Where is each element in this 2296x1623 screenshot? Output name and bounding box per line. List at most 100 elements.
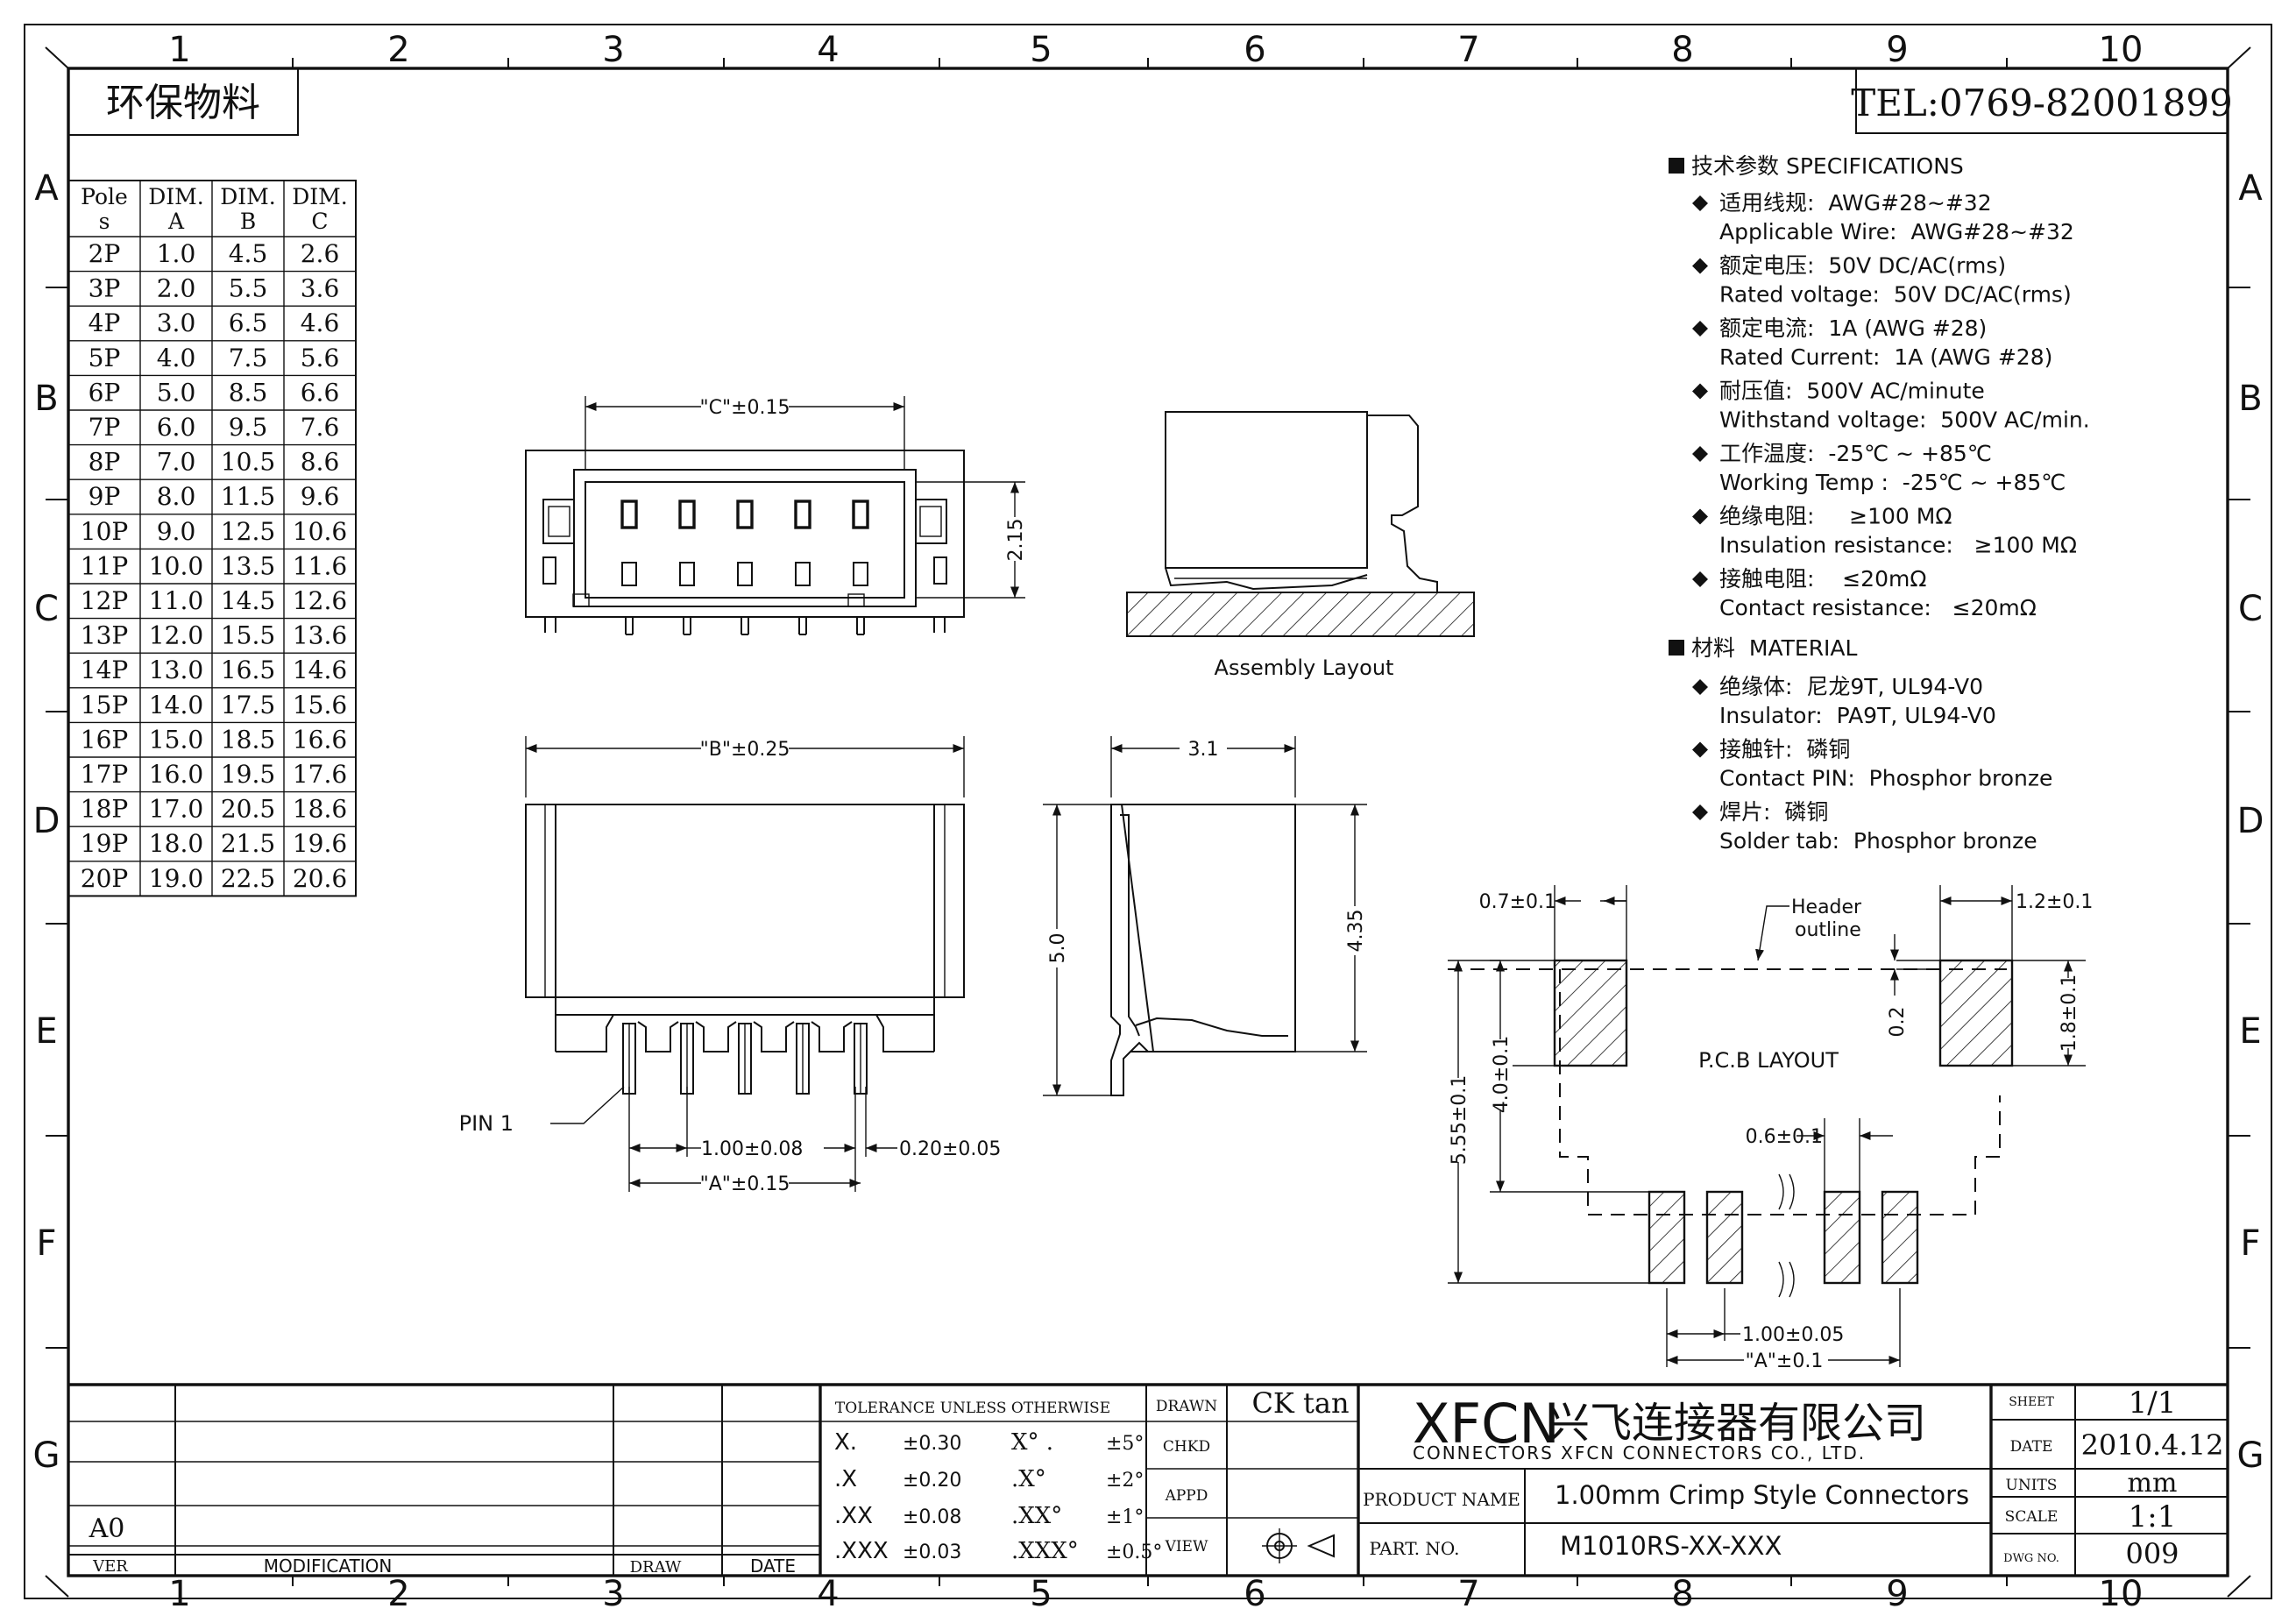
tolerance-cell: X.: [834, 1429, 857, 1456]
col-label: 8: [1671, 1574, 1693, 1614]
company-subtitle: CONNECTORS XFCN CONNECTORS CO., LTD.: [1413, 1442, 1866, 1464]
row-label: B: [2238, 379, 2262, 419]
dim-18-label: 1.8±0.1: [2059, 975, 2080, 1052]
col-label: 3: [602, 1574, 624, 1614]
dim-12-label: 1.2±0.1: [2016, 891, 2093, 913]
table-cell: 18.5: [221, 725, 275, 754]
table-header-cell: s: [99, 209, 110, 234]
table-cell: 19.5: [221, 760, 275, 789]
table-cell: 20.6: [293, 864, 347, 893]
table-cell: 19P: [81, 829, 128, 858]
table-cell: 13.0: [149, 656, 203, 684]
table-cell: 7P: [89, 413, 121, 442]
dim-555-label: 5.55±0.1: [1449, 1075, 1470, 1165]
scale-value: 1:1: [2129, 1499, 2177, 1534]
col-label: 1: [168, 30, 190, 70]
date-row-label: DATE: [2010, 1438, 2053, 1456]
version-value: A0: [89, 1513, 125, 1544]
tolerance-title: TOLERANCE UNLESS OTHERWISE: [835, 1400, 1110, 1417]
tolerance-cell: ±0.30: [903, 1433, 961, 1455]
pcb-layout: P.C.B LAYOUT 0.7±0.1 Header outline 1.2±…: [1446, 885, 2093, 1372]
table-cell: 17P: [81, 760, 128, 789]
table-cell: 7.5: [229, 344, 268, 372]
col-label: 7: [1457, 1574, 1479, 1614]
table-cell: 2.6: [301, 239, 340, 268]
table-cell: 3P: [89, 274, 121, 303]
contact-window: [795, 562, 811, 586]
spec-item-en: Insulation resistance: ≥100 MΩ: [1719, 533, 2077, 558]
col-label: 5: [1030, 30, 1052, 70]
units-value: mm: [2128, 1468, 2178, 1499]
table-cell: 9.6: [301, 482, 340, 511]
table-cell: 8.6: [301, 448, 340, 477]
table-cell: 16.5: [221, 656, 275, 684]
contact-window: [736, 500, 754, 529]
material-item-cn: 接触针: 磷铜: [1719, 737, 1850, 762]
row-label: E: [2239, 1011, 2261, 1052]
table-cell: 10.5: [221, 448, 275, 477]
appd-label: APPD: [1165, 1487, 1208, 1505]
table-cell: 3.0: [157, 308, 196, 337]
table-cell: 17.5: [221, 691, 275, 719]
row-label: A: [34, 168, 59, 209]
tolerance-cell: ±5°: [1106, 1433, 1144, 1455]
part-number: M1010RS-XX-XXX: [1560, 1531, 1782, 1561]
company-name-cn: 兴飞连接器有限公司: [1548, 1399, 1926, 1448]
col-label: 2: [387, 30, 409, 70]
table-cell: 11.5: [221, 482, 275, 511]
table-cell: 12.0: [149, 621, 203, 650]
table-header-cell: DIM.: [148, 184, 203, 209]
table-header-cell: DIM.: [292, 184, 347, 209]
date-value: 2010.4.12: [2081, 1428, 2224, 1462]
spec-item-cn: 适用线规: AWG#28~#32: [1719, 190, 1992, 216]
table-cell: 14.5: [221, 586, 275, 615]
tolerance-cell: .XXX: [834, 1538, 889, 1564]
col-label: 10: [2099, 1574, 2144, 1614]
table-cell: 18.0: [149, 829, 203, 858]
table-cell: 5.5: [229, 274, 268, 303]
specs-title: 技术参数 SPECIFICATIONS: [1691, 153, 1964, 179]
table-header-cell: A: [167, 209, 185, 234]
view-label: VIEW: [1165, 1538, 1208, 1556]
col-label: 6: [1244, 1574, 1265, 1614]
top-view: "C"±0.15 2.15: [525, 393, 1027, 635]
pcb-caption: P.C.B LAYOUT: [1698, 1048, 1839, 1073]
spec-item-cn: 工作温度: -25℃ ~ +85℃: [1719, 441, 1992, 466]
pitch-label: 1.00±0.08: [701, 1138, 803, 1160]
table-header-cell: B: [240, 209, 256, 234]
tolerance-cell: ±0.5°: [1106, 1541, 1162, 1563]
table-cell: 5.6: [301, 344, 340, 372]
table-cell: 6.0: [157, 413, 196, 442]
table-cell: 21.5: [221, 829, 275, 858]
table-cell: 9.0: [157, 517, 196, 546]
table-header-cell: Pole: [81, 184, 128, 209]
tolerance-cell: ±2°: [1106, 1470, 1144, 1492]
row-label: G: [2237, 1435, 2264, 1476]
col-label: 2: [387, 1574, 409, 1614]
table-cell: 5P: [89, 344, 121, 372]
tolerance-cell: ±0.20: [903, 1470, 961, 1492]
table-cell: 6.5: [229, 308, 268, 337]
dim-b-label: "B"±0.25: [700, 739, 790, 761]
part-no-label: PART. NO.: [1370, 1538, 1460, 1559]
product-name: 1.00mm Crimp Style Connectors: [1555, 1480, 1969, 1510]
table-cell: 12P: [81, 586, 128, 615]
contact-window: [679, 562, 695, 586]
table-header-cell: DIM.: [220, 184, 275, 209]
row-label: D: [33, 801, 60, 841]
spec-item-cn: 绝缘电阻: ≥100 MΩ: [1719, 504, 1952, 529]
side-view: 3.1 5.0 4.35: [1043, 736, 1367, 1096]
table-cell: 9P: [89, 482, 121, 511]
row-label: G: [33, 1435, 60, 1476]
table-cell: 14.0: [149, 691, 203, 719]
ver-header: VER: [92, 1557, 128, 1576]
row-label: D: [2237, 801, 2264, 841]
spec-item-cn: 耐压值: 500V AC/minute: [1719, 379, 1985, 404]
table-cell: 12.6: [293, 586, 347, 615]
table-cell: 6P: [89, 378, 121, 407]
material-item-en: Contact PIN: Phosphor bronze: [1719, 766, 2052, 791]
spec-item-cn: 接触电阻: ≤20mΩ: [1719, 566, 1926, 592]
table-cell: 15.6: [293, 691, 347, 719]
table-cell: 1.0: [157, 239, 196, 268]
